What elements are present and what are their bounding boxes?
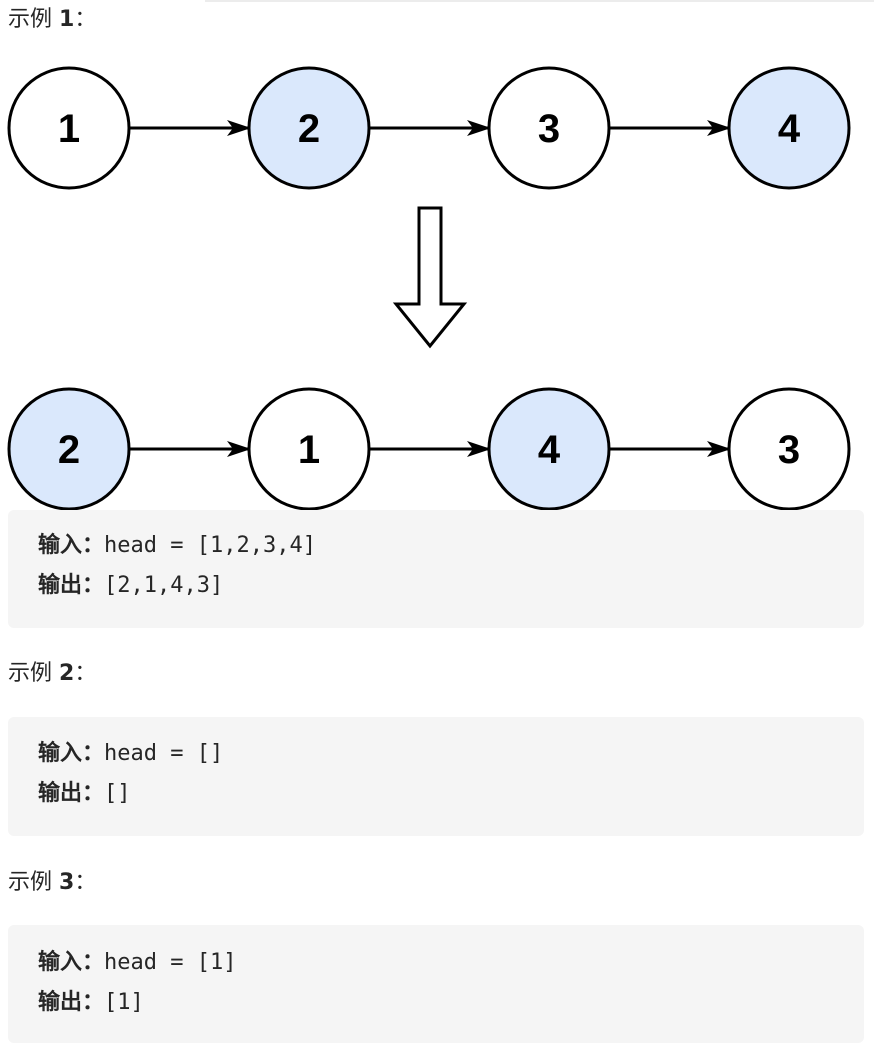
example-2-input-label: 输入： [38,741,105,766]
example-2-output-value: [] [104,781,131,806]
example-1-heading-number: 1 [59,7,75,32]
before-list-node: 4 [727,66,851,190]
example-3-input-value: head = [1] [104,950,237,975]
example-1-heading-prefix: 示例 [8,7,59,32]
after-list-node-label: 1 [298,428,320,472]
after-list-node-circle [727,387,851,511]
example-1-input-value: head = [1,2,3,4] [104,533,316,558]
example-3-heading: 示例 3： [8,869,96,897]
before-list-node-circle [7,66,131,190]
after-list-node-label: 3 [778,428,800,472]
before-list-node-circle [487,66,611,190]
before-list-node: 1 [7,66,131,190]
transform-down-arrow-icon [392,206,468,349]
after-list-node: 3 [727,387,851,511]
after-list-node-circle [7,387,131,511]
after-list-node: 1 [247,387,371,511]
example-1-output-label: 输出： [38,573,105,598]
example-2-output-label: 输出： [38,781,105,806]
before-list-node: 2 [247,66,371,190]
after-list: 2 1 4 3 [7,387,851,511]
after-list-node: 2 [7,387,131,511]
example-1-heading-suffix: ： [74,7,97,32]
example-2-heading-prefix: 示例 [8,661,59,686]
before-list-node-circle [247,66,371,190]
after-list-node: 4 [487,387,611,511]
example-1-output-value: [2,1,4,3] [104,573,224,598]
example-2-heading-suffix: ： [74,661,97,686]
example-2-heading-number: 2 [59,661,75,686]
linked-list-swap-diagram: 1 2 3 4 2 1 4 3 [0,56,874,512]
example-2-input-line: 输入：head = [] [38,739,223,769]
example-1-heading: 示例 1： [8,6,96,34]
example-3-input-line: 输入：head = [1] [38,948,236,978]
example-3-output-label: 输出： [38,990,105,1015]
before-list-node-label: 2 [298,107,320,151]
before-list-node: 3 [487,66,611,190]
example-1-input-line: 输入：head = [1,2,3,4] [38,531,316,561]
example-3-output-value: [1] [104,990,144,1015]
after-list-node-circle [487,387,611,511]
example-2-code-block: 输入：head = [] 输出：[] [8,717,864,836]
after-list-node-label: 4 [538,428,561,472]
before-list-node-label: 3 [538,107,560,151]
example-3-heading-suffix: ： [74,870,97,895]
example-2-input-value: head = [] [104,741,224,766]
example-3-heading-prefix: 示例 [8,870,59,895]
top-divider [205,0,874,2]
before-list-node-label: 1 [58,107,80,151]
example-1-code-block: 输入：head = [1,2,3,4] 输出：[2,1,4,3] [8,510,864,628]
example-1-output-line: 输出：[2,1,4,3] [38,571,223,601]
after-list-node-label: 2 [58,428,80,472]
example-2-heading: 示例 2： [8,660,96,688]
before-list-node-label: 4 [778,107,801,151]
example-3-input-label: 输入： [38,950,105,975]
before-list: 1 2 3 4 [7,66,851,190]
before-list-node-circle [727,66,851,190]
after-list-node-circle [247,387,371,511]
diagram-canvas: 1 2 3 4 2 1 4 3 [7,66,851,511]
example-3-code-block: 输入：head = [1] 输出：[1] [8,925,864,1043]
example-3-heading-number: 3 [59,870,75,895]
example-1-input-label: 输入： [38,533,105,558]
example-3-output-line: 输出：[1] [38,988,144,1018]
example-2-output-line: 输出：[] [38,779,131,809]
